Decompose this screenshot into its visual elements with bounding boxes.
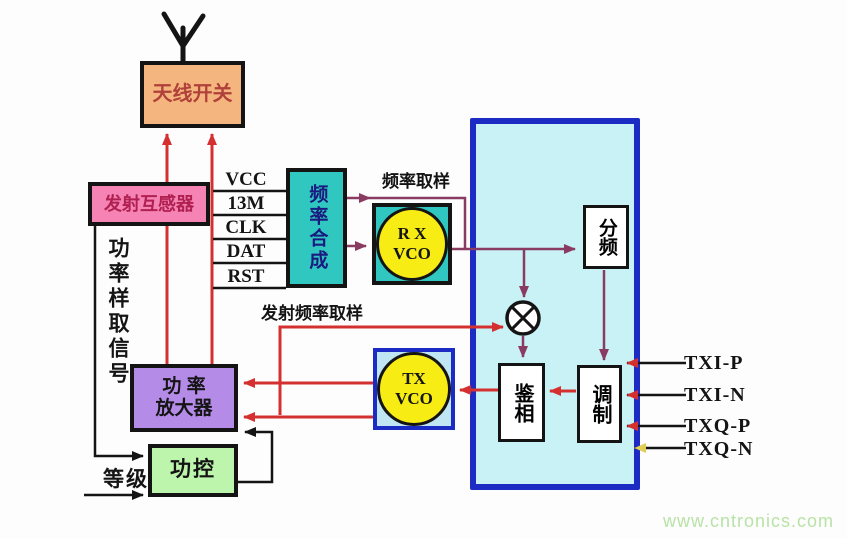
rx-vco-line1: R X — [397, 223, 427, 243]
line-tx-freq-sample — [278, 322, 504, 415]
power-amp-line1: 功 率 — [162, 376, 206, 398]
power-amp-line2: 放大器 — [155, 398, 213, 419]
tx-vco-circle: TX VCO — [377, 352, 451, 426]
line-power-sample — [93, 226, 144, 461]
pin-label-clk: CLK — [225, 217, 267, 238]
rx-vco-block: R X VCO — [372, 203, 452, 285]
antenna-switch-label: 天线开关 — [152, 83, 233, 105]
iq-label-txq-n: TXQ-N — [684, 438, 754, 460]
power-amp-block: 功 率 放大器 — [130, 364, 238, 432]
watermark: www.cntronics.com — [663, 511, 835, 531]
divider-label: 分频 — [595, 218, 617, 256]
freq-sampling-label: 频率取样 — [382, 172, 450, 191]
power-control-label: 功控 — [170, 458, 216, 482]
tx-transformer-block: 发射互感器 — [88, 182, 210, 226]
iq-label-txq-p: TXQ-P — [684, 415, 752, 437]
iq-label-txi-n: TXI-N — [684, 384, 746, 406]
freq-synth-label: 频率合成 — [306, 184, 328, 272]
pin-label-dat: DAT — [226, 241, 266, 262]
tx-vco-line1: TX — [402, 368, 426, 388]
freq-synth-block: 频率合成 — [286, 168, 347, 288]
mixer-symbol — [505, 300, 541, 336]
rx-vco-line2: VCO — [393, 244, 431, 263]
line-freq-sample-bracket — [370, 196, 467, 249]
tx-vco-block: TX VCO — [373, 348, 455, 430]
tx-freq-sampling-label: 发射频率取样 — [261, 304, 363, 323]
line-powerctl-feedback — [238, 427, 274, 484]
pin-label-13m: 13M — [227, 193, 265, 214]
level-label: 等级 — [103, 468, 149, 491]
antenna-switch-block: 天线开关 — [140, 61, 245, 128]
pin-label-vcc: VCC — [225, 169, 267, 190]
power-sample-signal-label: 功率样取信号 — [106, 237, 129, 387]
divider-block: 分频 — [583, 205, 629, 269]
modulator-label: 调制 — [589, 384, 611, 424]
pin-label-rst: RST — [227, 266, 265, 287]
phase-detector-label: 鉴相 — [511, 382, 533, 423]
power-control-block: 功控 — [148, 444, 238, 497]
antenna-icon — [161, 11, 206, 65]
iq-label-txi-p: TXI-P — [684, 352, 744, 374]
tx-vco-line2: VCO — [395, 389, 433, 408]
rx-vco-circle: R X VCO — [376, 207, 448, 281]
tx-transformer-label: 发射互感器 — [104, 193, 194, 214]
modulator-block: 调制 — [577, 365, 622, 443]
phase-detector-block: 鉴相 — [498, 363, 545, 442]
